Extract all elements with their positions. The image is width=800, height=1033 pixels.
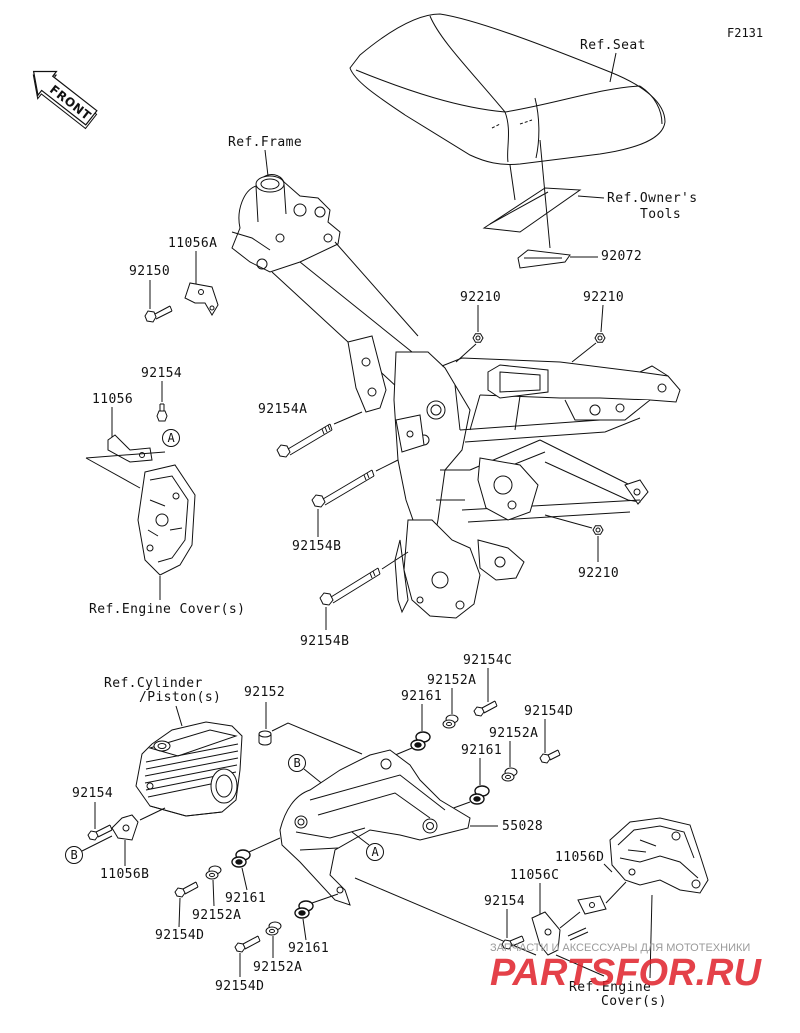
callout-b-marker: B: [65, 835, 113, 864]
grommet-92161-drawing: [387, 704, 431, 759]
part-number-label: 92161: [288, 941, 329, 956]
part-number-label: 92072: [601, 249, 642, 264]
bolt-92154a-drawing: [276, 411, 363, 458]
seat-drawing: [349, 13, 666, 165]
ref-engine-cover-right-label-line2: Cover(s): [601, 994, 667, 1009]
part-number-label: 92161: [225, 891, 266, 906]
part-number-label: 92154D: [524, 704, 573, 719]
bolt-92154-drawing: [501, 909, 525, 950]
clip-92072-drawing: [517, 249, 598, 269]
watermark-tagline: ЗАПЧАСТИ И АКСЕССУАРЫ ДЛЯ МОТОТЕХНИКИ: [490, 942, 750, 954]
svg-text:A: A: [372, 845, 380, 859]
part-number-label: 92154D: [155, 928, 204, 943]
part-number-label: 55028: [502, 819, 543, 834]
ref-frame-label: Ref.Frame: [228, 135, 302, 150]
collar-92152a-drawing: [205, 865, 222, 907]
svg-text:B: B: [294, 756, 301, 770]
nut-92210-drawing: [571, 304, 606, 363]
bolt-92154d-drawing: [234, 935, 261, 977]
diagram-code: F2131: [727, 26, 763, 40]
callout-a-marker: A: [162, 429, 180, 447]
part-number-label: 92154D: [215, 979, 264, 994]
bracket-11056d-drawing: [567, 863, 627, 941]
owners-tools-drawing: [482, 139, 605, 249]
svg-text:B: B: [71, 848, 78, 862]
part-number-label: 11056A: [168, 236, 217, 251]
front-arrow-icon: FRONT: [32, 70, 98, 130]
grommet-92161-drawing: [294, 893, 339, 941]
collar-92152a-drawing: [265, 921, 282, 958]
collar-92152a-drawing: [501, 741, 518, 782]
collar-92152-drawing: [258, 702, 363, 755]
ref-seat-label: Ref.Seat: [580, 38, 646, 53]
part-number-label: 11056C: [510, 868, 559, 883]
ref-owners-tools-label-line2: Tools: [640, 207, 681, 222]
bolt-92154b-upper-drawing: [311, 459, 399, 537]
part-number-label: 92152A: [253, 960, 302, 975]
bolt-92154-drawing: [156, 381, 168, 422]
part-number-label: 92154B: [300, 634, 349, 649]
ref-engine-cover-right-label: Ref.Engine: [569, 980, 651, 995]
part-number-label: 92210: [460, 290, 501, 305]
bolt-92150-drawing: [144, 280, 173, 323]
engine-cover-right-drawing: [609, 817, 709, 979]
bolt-92154d-drawing: [174, 881, 199, 928]
cylinder-drawing: [135, 705, 243, 817]
ref-piston-label: /Piston(s): [139, 690, 221, 705]
frame-leader: [264, 149, 269, 177]
bracket-11056-drawing: [85, 407, 166, 489]
bracket-11056c-drawing: [354, 877, 605, 977]
nut-92210-drawing: [455, 305, 484, 363]
part-number-label: 92154: [141, 366, 182, 381]
svg-text:A: A: [168, 431, 176, 445]
part-number-label: 92210: [583, 290, 624, 305]
part-number-label: 11056B: [100, 867, 149, 882]
bolt-92154-drawing: [87, 802, 113, 841]
seat-leader: [609, 52, 617, 83]
collar-92152a-drawing: [442, 688, 459, 729]
part-number-label: 92152: [244, 685, 285, 700]
bracket-11056b-drawing: [111, 807, 166, 866]
part-number-label: 92161: [401, 689, 442, 704]
part-number-label: 92154C: [463, 653, 512, 668]
part-number-label: 11056: [92, 392, 133, 407]
part-number-label: 92150: [129, 264, 170, 279]
part-number-label: 92154: [72, 786, 113, 801]
grommet-92161-drawing: [447, 758, 490, 811]
bolt-92154c-drawing: [473, 668, 498, 717]
callout-a-marker: A: [351, 831, 384, 861]
part-number-label: 92152A: [489, 726, 538, 741]
bolt-92154b-lower-drawing: [319, 551, 409, 630]
bracket-11056a-drawing: [184, 251, 219, 316]
part-number-label: 11056D: [555, 850, 604, 865]
part-number-label: 92152A: [192, 908, 241, 923]
callout-b-marker: B: [288, 754, 331, 791]
ref-cylinder-label: Ref.Cylinder: [104, 676, 203, 691]
part-number-label: 92161: [461, 743, 502, 758]
watermark-logo: ЗАПЧАСТИ И АКСЕССУАРЫ ДЛЯ МОТОТЕХНИКИ PA…: [490, 942, 762, 994]
watermark-brand: PARTSFOR.RU: [490, 952, 762, 994]
engine-cover-left-drawing: [137, 464, 196, 600]
part-number-label: 92152A: [427, 673, 476, 688]
bolt-92154d-drawing: [539, 719, 561, 764]
grommet-92161-drawing: [231, 837, 281, 891]
ref-owners-tools-label: Ref.Owner's: [607, 191, 698, 206]
part-number-label: 92154B: [292, 539, 341, 554]
frame-drawing: [231, 174, 681, 619]
cover-55028-drawing: [279, 749, 498, 906]
nut-92210-drawing: [544, 514, 604, 562]
part-number-label: 92210: [578, 566, 619, 581]
part-number-label: 92154A: [258, 402, 307, 417]
part-number-label: 92154: [484, 894, 525, 909]
ref-engine-cover-left-label: Ref.Engine Cover(s): [89, 602, 245, 617]
